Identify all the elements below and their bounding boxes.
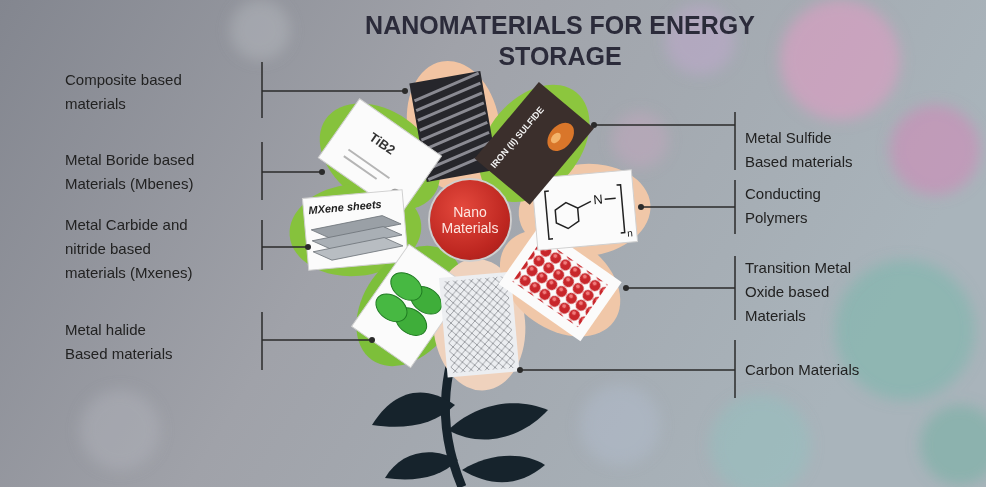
mxene-image: [302, 190, 408, 270]
bracket-leaders-part: [262, 142, 322, 200]
title-text: NANOMATERIALS FOR ENERGY STORAGE: [310, 10, 810, 72]
category-label: Conducting Polymers: [745, 182, 865, 230]
category-label: Composite based materials: [65, 68, 215, 116]
halide-image-part: [371, 288, 413, 327]
leader-dots-part: [638, 204, 644, 210]
image-caption: MXene sheets: [308, 198, 382, 216]
oxide-image-part: [512, 239, 607, 327]
bokeh-lights-part: [612, 112, 668, 168]
stem-and-leaves-part: [372, 392, 455, 426]
bokeh-lights-part: [710, 395, 810, 487]
category-label: Metal Sulfide Based materials: [745, 126, 875, 174]
boride-image-part: [344, 150, 390, 185]
stem-and-leaves-part: [385, 452, 458, 479]
repeat-index: n: [627, 227, 634, 238]
polymer-image-part: [555, 202, 580, 230]
image-caption: TiB2: [366, 130, 397, 158]
polymer-image-part: [605, 197, 616, 199]
atom-symbol: N: [592, 192, 603, 207]
bokeh-lights-part: [580, 385, 660, 465]
mxene-image-part: [312, 236, 403, 262]
leader-dots-part: [369, 337, 375, 343]
sulfide-image-part: [542, 118, 579, 157]
leader-dots-part: [517, 367, 523, 373]
bracket-leaders-part: [641, 180, 735, 234]
bokeh-lights-part: [890, 105, 980, 195]
leader-dots-part: [402, 88, 408, 94]
bracket-leaders-part: [262, 62, 405, 118]
leader-dots-part: [305, 244, 311, 250]
bokeh-lights-part: [230, 0, 290, 60]
mxene-image-part: [302, 190, 408, 270]
node-text: Nano Materials: [442, 204, 499, 236]
sulfide-image-part: [549, 131, 563, 145]
bokeh-lights: [80, 0, 986, 487]
category-label: Carbon Materials: [745, 358, 945, 382]
bokeh-lights-part: [80, 390, 160, 470]
center-circle: Nano Materials: [430, 180, 510, 260]
bokeh-lights-part: [835, 260, 975, 400]
bracket-leaders-part: [262, 312, 372, 370]
bokeh-lights-part: [920, 405, 986, 485]
category-label: Metal Boride based Materials (Mbenes): [65, 148, 215, 196]
leader-dots: [305, 88, 644, 373]
leader-dots-part: [319, 169, 325, 175]
category-label: Metal halide Based materials: [65, 318, 190, 366]
bracket-leaders-part: [520, 340, 735, 398]
bracket-leaders-part: [626, 256, 735, 320]
polymer-image-part: [577, 201, 591, 208]
category-label: Transition Metal Oxide based Materials: [745, 256, 875, 328]
petal-backings: [286, 53, 655, 394]
bracket-leaders: [262, 62, 735, 398]
stem-and-leaves-part: [448, 403, 548, 439]
leader-dots-part: [623, 285, 629, 291]
polymer-image-part: [545, 185, 625, 239]
leader-dots-part: [591, 122, 597, 128]
carbon-image-part: [443, 276, 515, 373]
stem-and-leaves-part: [462, 456, 545, 482]
bokeh-lights-part: [780, 0, 900, 120]
bracket-leaders-part: [262, 220, 308, 270]
image-caption: IRON (II) SULFIDE: [490, 105, 547, 170]
bracket-leaders-part: [594, 112, 735, 170]
category-label: Metal Carbide and nitride based material…: [65, 213, 215, 285]
